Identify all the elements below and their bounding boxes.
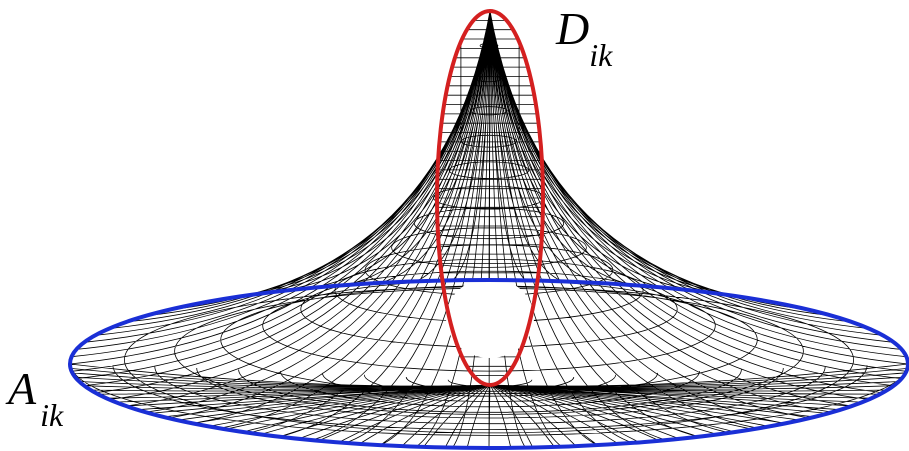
label-a-main: A bbox=[8, 363, 37, 414]
inner-ellipse-d bbox=[435, 9, 545, 387]
inner-window bbox=[446, 278, 534, 358]
label-d-sub: ik bbox=[589, 37, 613, 73]
label-d-ik: Dik bbox=[556, 3, 612, 72]
outer-ellipse-a bbox=[68, 278, 909, 450]
mesh-lines bbox=[69, 10, 909, 449]
label-d-main: D bbox=[556, 3, 590, 54]
wireframe-mesh-path bbox=[69, 10, 909, 449]
label-a-sub: ik bbox=[40, 397, 64, 433]
label-a-ik: Aik bbox=[8, 363, 63, 432]
